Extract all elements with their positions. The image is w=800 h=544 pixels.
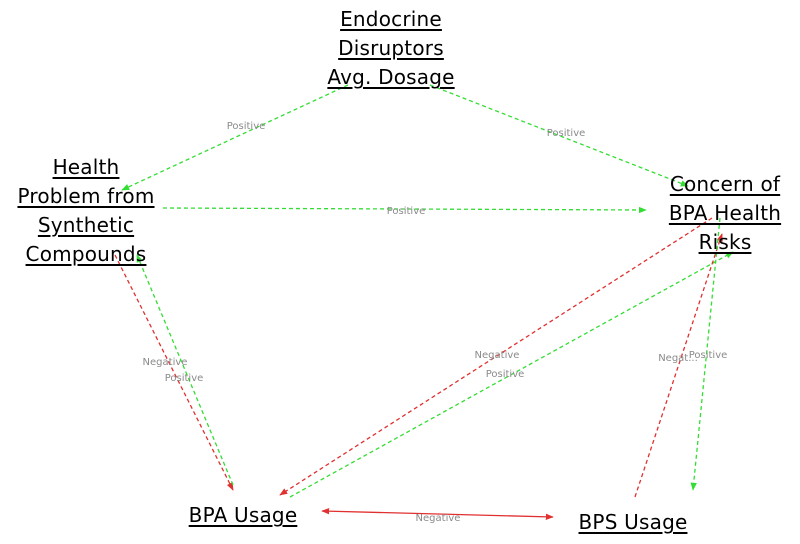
- node-bpa-line-1: BPA Usage: [188, 503, 298, 527]
- edge-label-health-concern: Positive: [387, 206, 426, 217]
- edge-bpa-concern[interactable]: [289, 251, 734, 498]
- node-health-line-1: Health: [52, 155, 120, 179]
- edge-label-bpa-concern: Positive: [486, 369, 525, 380]
- edge-label-bpa-bps: Negative: [416, 513, 461, 524]
- node-health-problem[interactable]: Health Problem from Synthetic Compounds: [6, 153, 166, 269]
- edge-concern-bps[interactable]: [690, 217, 721, 491]
- node-bps-line-1: BPS Usage: [578, 510, 688, 534]
- edge-concern-bpa[interactable]: [279, 217, 713, 496]
- edge-label-endo-concern: Positive: [547, 128, 586, 139]
- node-endocrine-line-3: Avg. Dosage: [327, 65, 455, 89]
- edge-health-concern[interactable]: [162, 206, 647, 214]
- edge-health-bpa[interactable]: [114, 254, 234, 491]
- node-health-line-4: Compounds: [25, 242, 147, 266]
- edge-label-bpa-health: Positive: [165, 373, 204, 384]
- node-endocrine-line-1: Endocrine: [340, 7, 442, 31]
- node-endocrine-line-2: Disruptors: [338, 36, 444, 60]
- node-bps-usage[interactable]: BPS Usage: [568, 508, 698, 537]
- node-bpa-usage[interactable]: BPA Usage: [178, 501, 308, 530]
- node-health-line-2: Problem from: [17, 184, 155, 208]
- edge-bps-concern[interactable]: [634, 233, 723, 498]
- node-concern-line-2: BPA Health: [668, 201, 782, 225]
- node-concern-line-1: Concern of: [669, 172, 781, 196]
- edge-label-concern-bps: Positive: [689, 350, 728, 361]
- edge-label-endo-health: Positive: [227, 121, 266, 132]
- node-concern-bpa-risks[interactable]: Concern of BPA Health Risks: [656, 170, 794, 257]
- node-health-line-3: Synthetic: [37, 213, 135, 237]
- edge-bpa-health[interactable]: [136, 254, 234, 486]
- edge-label-health-bpa: Negative: [143, 357, 188, 368]
- edge-bpa-bps[interactable]: [321, 507, 554, 521]
- edge-label-concern-bpa: Negative: [475, 350, 520, 361]
- node-concern-line-3: Risks: [698, 230, 752, 254]
- edge-label-bps-concern: Negat...: [658, 353, 698, 364]
- node-endocrine-disruptors[interactable]: Endocrine Disruptors Avg. Dosage: [318, 5, 464, 92]
